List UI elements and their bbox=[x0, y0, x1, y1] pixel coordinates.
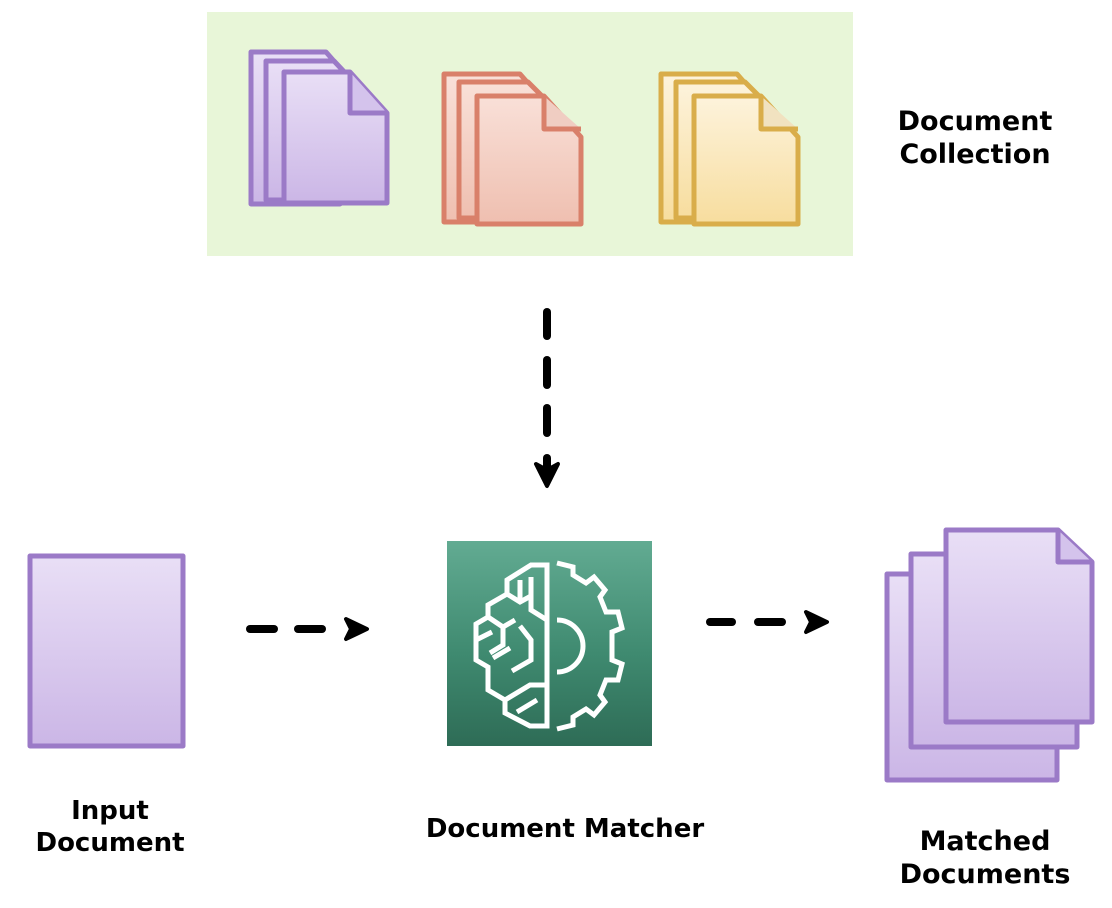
arrow-right-icon bbox=[344, 617, 369, 641]
arrow-down-icon bbox=[534, 462, 560, 488]
matched-documents-label-line1: Matched bbox=[919, 826, 1051, 857]
document-matcher-label: Document Matcher bbox=[425, 814, 705, 844]
matched-documents-label: Matched Documents bbox=[872, 826, 1098, 892]
document-collection-label-line2: Collection bbox=[899, 138, 1051, 170]
input-document-label-line1: Input bbox=[71, 796, 149, 826]
input-document-label: Input Document bbox=[20, 796, 200, 859]
document-collection-label: Document Collection bbox=[866, 106, 1084, 172]
matched-documents-label-line2: Documents bbox=[899, 858, 1071, 890]
arrow-right-icon bbox=[804, 610, 829, 634]
document-collection-label-line1: Document bbox=[897, 106, 1053, 137]
input-document-label-line2: Document bbox=[35, 827, 185, 858]
